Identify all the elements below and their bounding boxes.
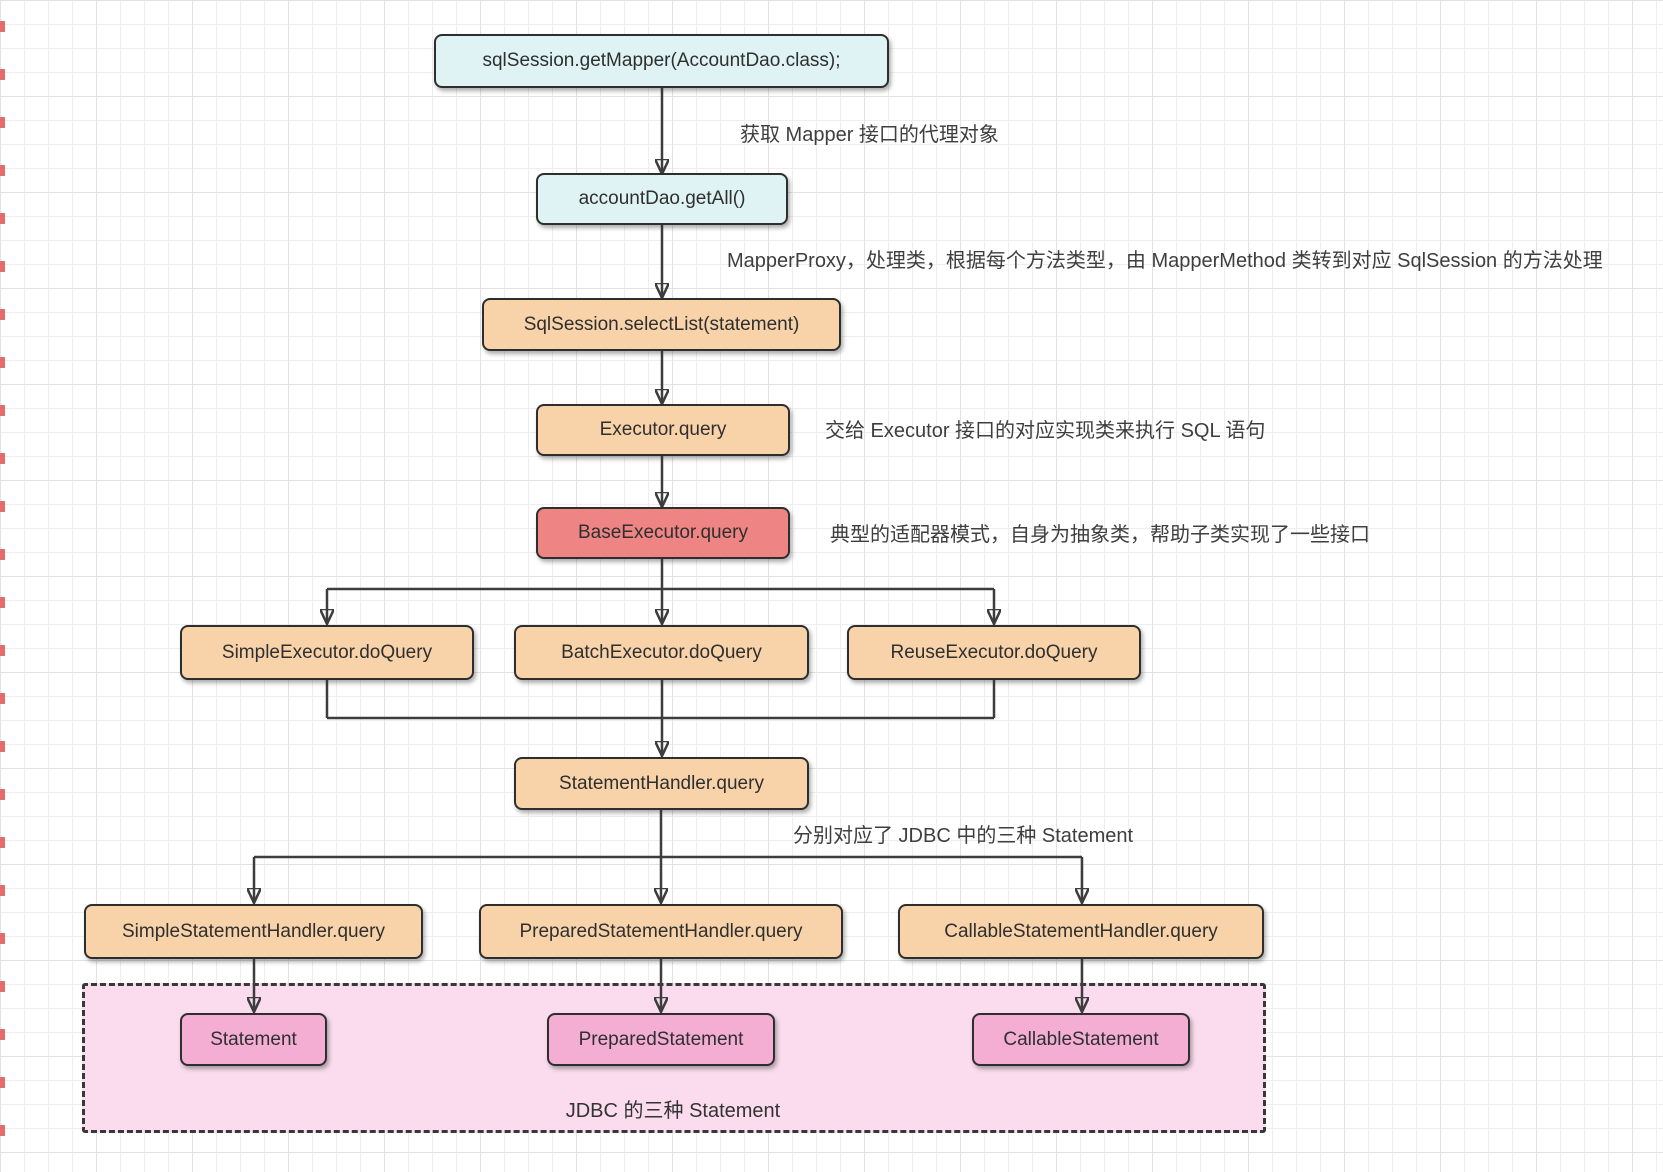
left-edge-marks: [0, 0, 5, 1172]
annotation-mapper-proxy-object: 获取 Mapper 接口的代理对象: [740, 124, 999, 146]
node-sqlsession-selectlist: SqlSession.selectList(statement): [482, 298, 841, 351]
annotation-mapperproxy-dispatch: MapperProxy，处理类，根据每个方法类型，由 MapperMethod …: [727, 250, 1603, 272]
annotation-executor-impl: 交给 Executor 接口的对应实现类来执行 SQL 语句: [825, 420, 1266, 442]
node-statementhandler-query: StatementHandler.query: [514, 757, 809, 810]
node-simplestatementhandler-query: SimpleStatementHandler.query: [84, 904, 423, 959]
annotation-adapter-pattern: 典型的适配器模式，自身为抽象类，帮助子类实现了一些接口: [830, 524, 1370, 546]
node-reuseexecutor-doquery: ReuseExecutor.doQuery: [847, 625, 1141, 680]
node-accountdao-getall: accountDao.getAll(): [536, 173, 788, 225]
node-sqlsession-getmapper: sqlSession.getMapper(AccountDao.class);: [434, 34, 889, 88]
node-preparedstatement: PreparedStatement: [547, 1013, 775, 1066]
node-statement: Statement: [180, 1013, 327, 1066]
node-executor-query: Executor.query: [536, 404, 790, 456]
node-callablestatementhandler-query: CallableStatementHandler.query: [898, 904, 1264, 959]
node-preparedstatementhandler-query: PreparedStatementHandler.query: [479, 904, 843, 959]
node-callablestatement: CallableStatement: [972, 1013, 1190, 1066]
node-batchexecutor-doquery: BatchExecutor.doQuery: [514, 625, 809, 680]
jdbc-container-label: JDBC 的三种 Statement: [565, 1100, 781, 1122]
node-baseexecutor-query: BaseExecutor.query: [536, 507, 790, 559]
annotation-three-jdbc-statements: 分别对应了 JDBC 中的三种 Statement: [793, 825, 1134, 847]
node-simpleexecutor-doquery: SimpleExecutor.doQuery: [180, 625, 474, 680]
